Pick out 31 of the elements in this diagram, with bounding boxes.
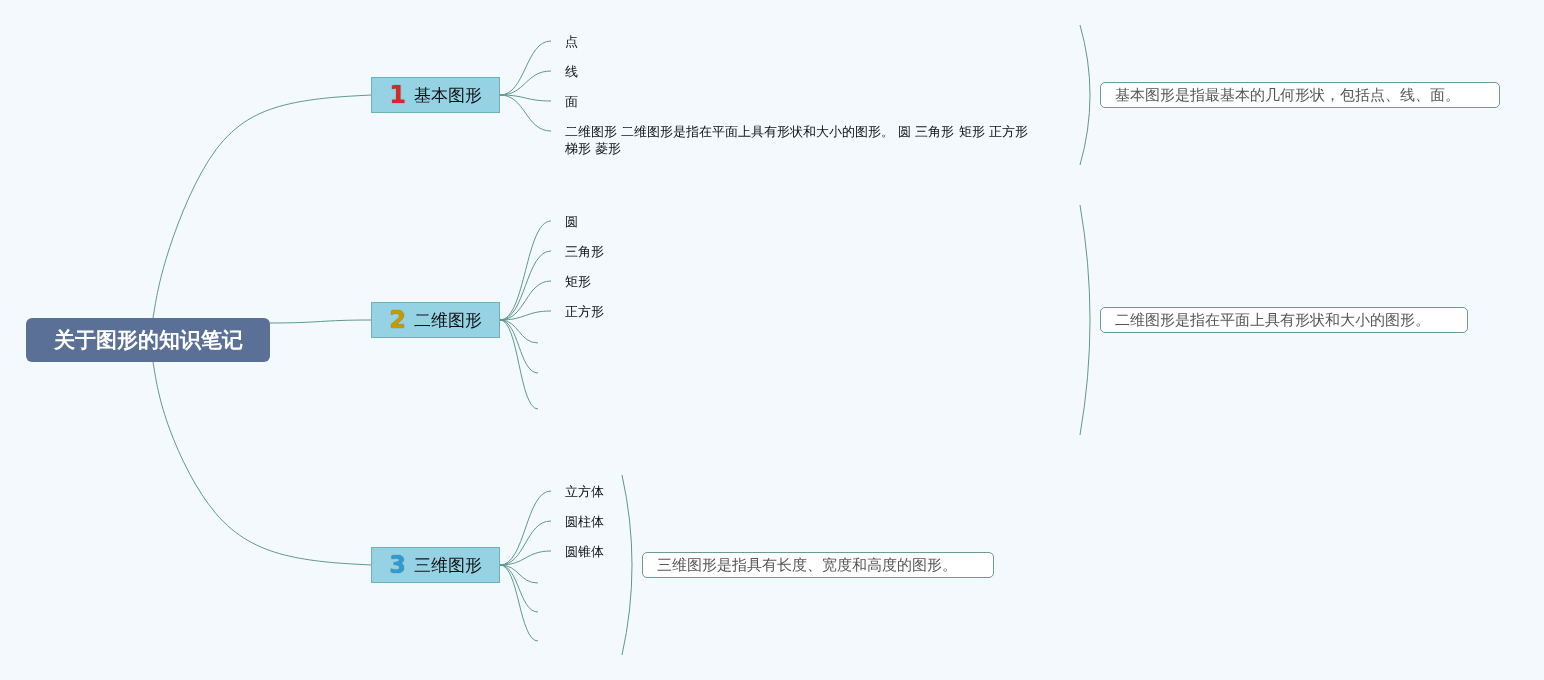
topic-text: 立方体 — [551, 482, 604, 500]
topic-text: 圆柱体 — [551, 512, 604, 530]
topic-title: 基本图形 — [413, 83, 482, 107]
topic-title: 二维图形 — [413, 308, 482, 332]
topic-text: 矩形 — [551, 272, 591, 290]
connector-line — [152, 94, 372, 319]
connector-line — [499, 94, 552, 132]
topic-text: 三角形 — [551, 242, 604, 260]
number-marker: 1 — [389, 81, 406, 109]
connector-line — [499, 94, 552, 102]
summary-box: 二维图形是指在平面上具有形状和大小的图形。 — [1100, 307, 1468, 333]
topic-text: 正方形 — [551, 302, 604, 320]
number-marker: 2 — [389, 306, 406, 334]
topic-text: 圆 — [551, 212, 578, 230]
central-topic: 关于图形的知识笔记 — [26, 318, 270, 362]
topic-text: 圆锥体 — [551, 542, 604, 560]
topic-title: 三维图形 — [413, 553, 482, 577]
connector-line — [499, 319, 539, 410]
summary-box: 基本图形是指最基本的几何形状，包括点、线、面。 — [1100, 82, 1500, 108]
connector-line — [269, 319, 372, 324]
topic-text: 点 — [551, 32, 578, 50]
topic-box — [371, 302, 500, 338]
connector-line — [152, 361, 372, 566]
topic-box — [371, 77, 500, 113]
topic-box — [371, 547, 500, 583]
connector-line — [499, 564, 539, 642]
summary-box: 三维图形是指具有长度、宽度和高度的图形。 — [642, 552, 994, 578]
number-marker: 3 — [389, 551, 406, 579]
topic-text: 线 — [551, 62, 578, 80]
topic-text: 二维图形 二维图形是指在平面上具有形状和大小的图形。 圆 三角形 矩形 正方形梯形 菱形 — [551, 122, 1037, 157]
topic-text: 面 — [551, 92, 578, 110]
